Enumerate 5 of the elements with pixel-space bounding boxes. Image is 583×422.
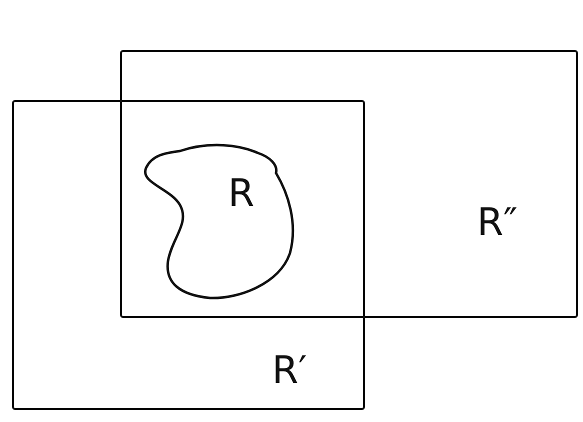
region-label: R: [228, 173, 254, 213]
rectangle-region: [12, 100, 365, 410]
region-label: R″: [477, 202, 518, 242]
region-label: R′: [272, 350, 308, 390]
rectangle-region: [120, 50, 578, 318]
